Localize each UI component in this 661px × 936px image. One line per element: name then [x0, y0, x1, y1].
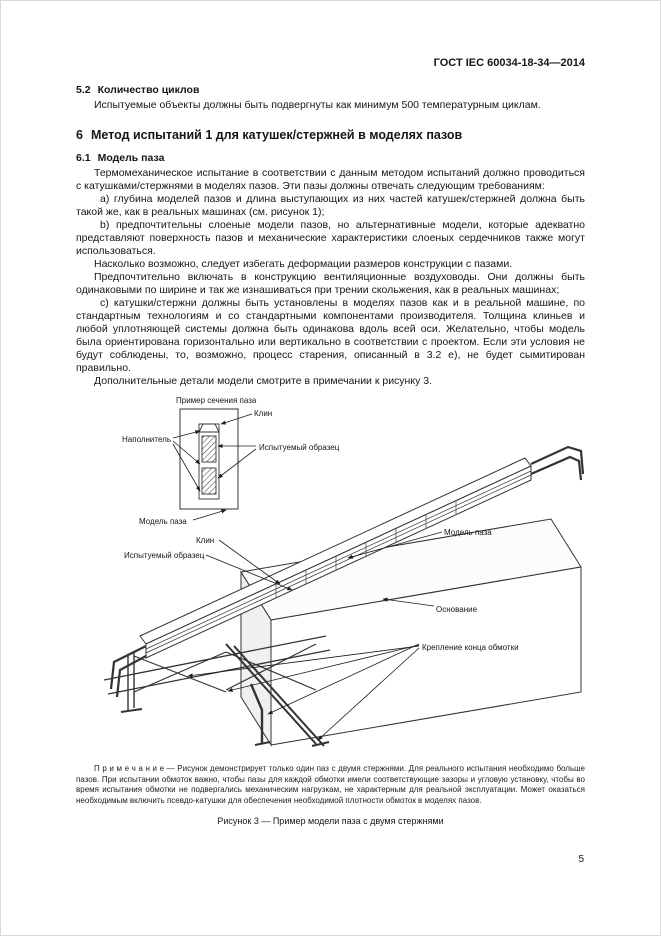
specimen-end-right-1	[530, 445, 585, 475]
section-6-1-title: Модель паза	[97, 152, 165, 164]
label-wedge-inset: Клин	[254, 409, 272, 418]
label-winding-end-fixing: Крепление конца обмотки	[422, 643, 519, 652]
figure-labels: Пример сечения паза Клин Наполнитель Исп…	[122, 396, 519, 652]
figure-3: Пример сечения паза Клин Наполнитель Исп…	[76, 394, 585, 762]
specimen-end-left-2	[115, 655, 147, 698]
section-5-2-heading: 5.2 Количество циклов	[76, 84, 585, 96]
specimen-end-right-2	[530, 455, 583, 481]
specimen-end-drop	[249, 683, 264, 744]
specimen-hatched-upper	[201, 435, 217, 463]
page-number: 5	[578, 854, 584, 865]
base-block-drawing	[240, 518, 582, 747]
figure-leaders	[172, 413, 443, 741]
section-6-heading: 6 Метод испытаний 1 для катушек/стержней …	[76, 128, 585, 142]
section-5-2-title: Количество циклов	[97, 84, 200, 96]
section-5-2-number: 5.2	[76, 84, 91, 96]
section-6-1-heading: 6.1 Модель паза	[76, 152, 585, 164]
section-6-number: 6	[76, 128, 83, 142]
list-item-b: b) предпочтительны слоеные модели пазов,…	[76, 219, 585, 257]
label-filler: Наполнитель	[122, 435, 171, 444]
paragraph-details: Дополнительные детали модели смотрите в …	[94, 375, 432, 387]
figure-caption: Рисунок 3 — Пример модели паза с двумя с…	[217, 816, 444, 826]
label-section-example: Пример сечения паза	[176, 396, 257, 405]
label-slot-model-main: Модель паза	[444, 528, 492, 537]
label-specimen-inset: Испытуемый образец	[259, 443, 340, 452]
section-6-1-number: 6.1	[76, 152, 91, 164]
list-item-a: a) глубина моделей пазов и длина выступа…	[76, 193, 585, 218]
section-6-title: Метод испытаний 1 для катушек/стержней в…	[90, 128, 463, 142]
paragraph-deformation: Насколько возможно, следует избегать деф…	[94, 258, 513, 270]
label-wedge-main: Клин	[196, 536, 214, 545]
figure-note: П р и м е ч а н и е — Рисунок демонстрир…	[76, 764, 585, 805]
paragraph-ventilation: Предпочтительно включать в конструкцию в…	[76, 271, 585, 296]
label-base: Основание	[436, 605, 478, 614]
specimen-end-left-1	[109, 645, 147, 690]
figure-3-diagram: Пример сечения паза Клин Наполнитель Исп…	[103, 396, 585, 747]
wedge-shape	[198, 423, 220, 433]
slot-model-bar-drawing	[109, 445, 585, 698]
label-slot-model-inset: Модель паза	[139, 517, 187, 526]
winding-end-supports	[103, 635, 331, 747]
list-item-c: c) катушки/стержни должны быть установле…	[76, 297, 585, 374]
paragraph-intro: Термомеханическое испытание в соответств…	[76, 167, 585, 192]
slot-section-inset	[179, 408, 239, 510]
specimen-end-front-left	[225, 643, 317, 745]
bar-front-face	[145, 465, 532, 659]
label-specimen-main: Испытуемый образец	[124, 551, 205, 560]
paragraph-cycles: Испытуемые объекты должны быть подвергну…	[94, 99, 541, 111]
specimen-hatched-lower	[201, 467, 217, 495]
doc-number: ГОСТ IEC 60034-18-34—2014	[433, 57, 585, 69]
